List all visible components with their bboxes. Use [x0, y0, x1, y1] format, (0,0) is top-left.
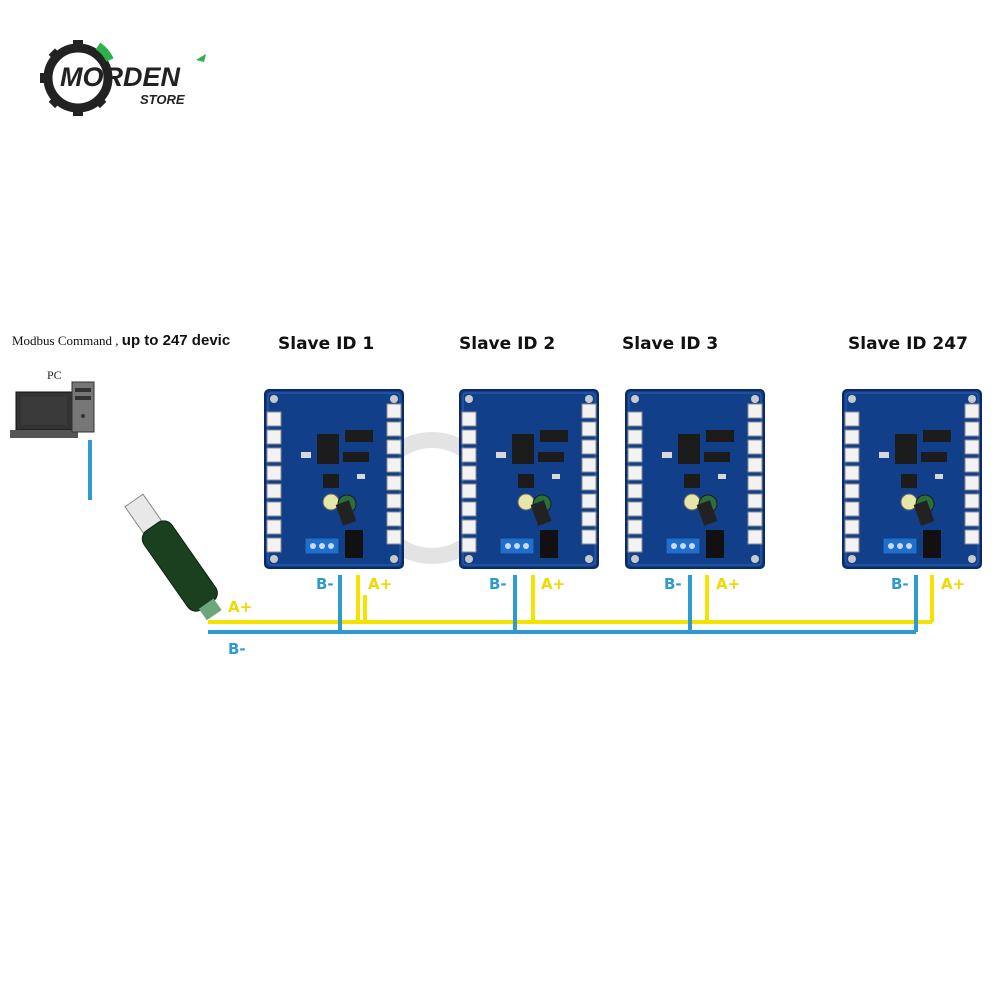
slave-title-1: Slave ID 1 — [278, 334, 375, 354]
slave-board-3 — [625, 389, 765, 569]
slave-board-2 — [459, 389, 599, 569]
modbus-caption: Modbus Command , up to 247 devic — [12, 332, 230, 349]
slave3-a-label: A+ — [716, 575, 741, 593]
computer-icon — [9, 381, 95, 439]
slave1-b-label: B- — [316, 575, 334, 593]
logo-brand-text: MORDEN — [60, 62, 180, 92]
slave-title-247: Slave ID 247 — [848, 334, 968, 354]
gear-icon — [40, 40, 114, 116]
slave2-a-label: A+ — [541, 575, 566, 593]
slave2-b-label: B- — [489, 575, 507, 593]
b-minus-bus — [208, 575, 918, 634]
a-plus-bus — [208, 575, 934, 624]
slave247-b-label: B- — [891, 575, 909, 593]
slave1-a-label: A+ — [368, 575, 393, 593]
slave-title-3: Slave ID 3 — [622, 334, 719, 354]
pc-label: PC — [47, 368, 62, 382]
slave-title-2: Slave ID 2 — [459, 334, 556, 354]
caption-emphasis: up to 247 devic — [121, 332, 231, 349]
slave3-b-label: B- — [664, 575, 682, 593]
slave-board-247 — [842, 389, 982, 569]
logo-subtitle-text: STORE — [140, 92, 185, 107]
morden-store-logo: MORDEN STORE — [40, 40, 206, 116]
caption-prefix: Modbus Command , — [12, 333, 119, 348]
slave247-a-label: A+ — [941, 575, 966, 593]
usb-b-label: B- — [228, 640, 246, 658]
slave-board-1 — [264, 389, 404, 569]
usb-adapter-icon — [124, 493, 222, 621]
leaf-icon — [196, 54, 206, 62]
usb-a-label: A+ — [228, 598, 253, 616]
